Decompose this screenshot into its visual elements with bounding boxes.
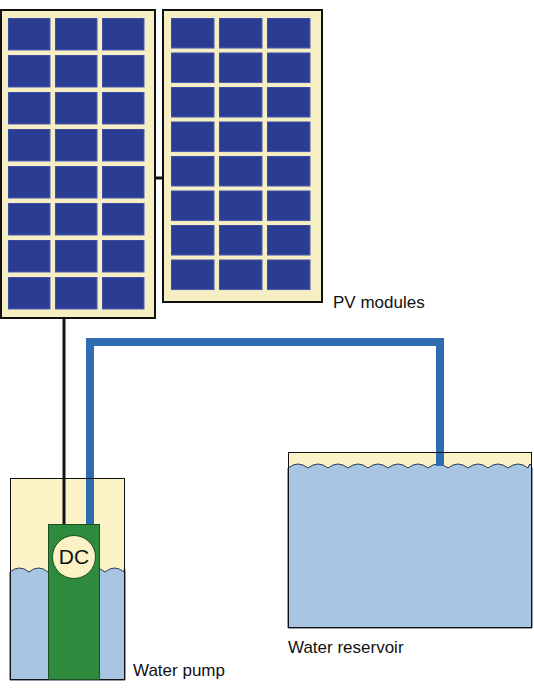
part-label: Water reservoir: [288, 639, 404, 658]
panel-wire: [155, 177, 163, 180]
water-reservoir: Water reservoir: [288, 452, 532, 628]
power-wire: [63, 318, 66, 524]
dc-circle: DC: [52, 535, 96, 579]
dc-pump: DC: [48, 524, 100, 680]
symbol-label: DC: [59, 545, 89, 568]
tank-fill: [10, 478, 125, 680]
pv-panel: [163, 10, 322, 302]
pump-tank: Water pumpDC: [10, 478, 125, 680]
part-label: Water pump: [133, 662, 225, 681]
pv-panel: [1, 10, 155, 318]
water: [288, 464, 532, 628]
pv-modules: PV modules: [0, 10, 322, 318]
water-pipe: [90, 342, 440, 524]
reservoir-fill: [288, 452, 532, 628]
part-label: PV modules: [333, 294, 425, 313]
